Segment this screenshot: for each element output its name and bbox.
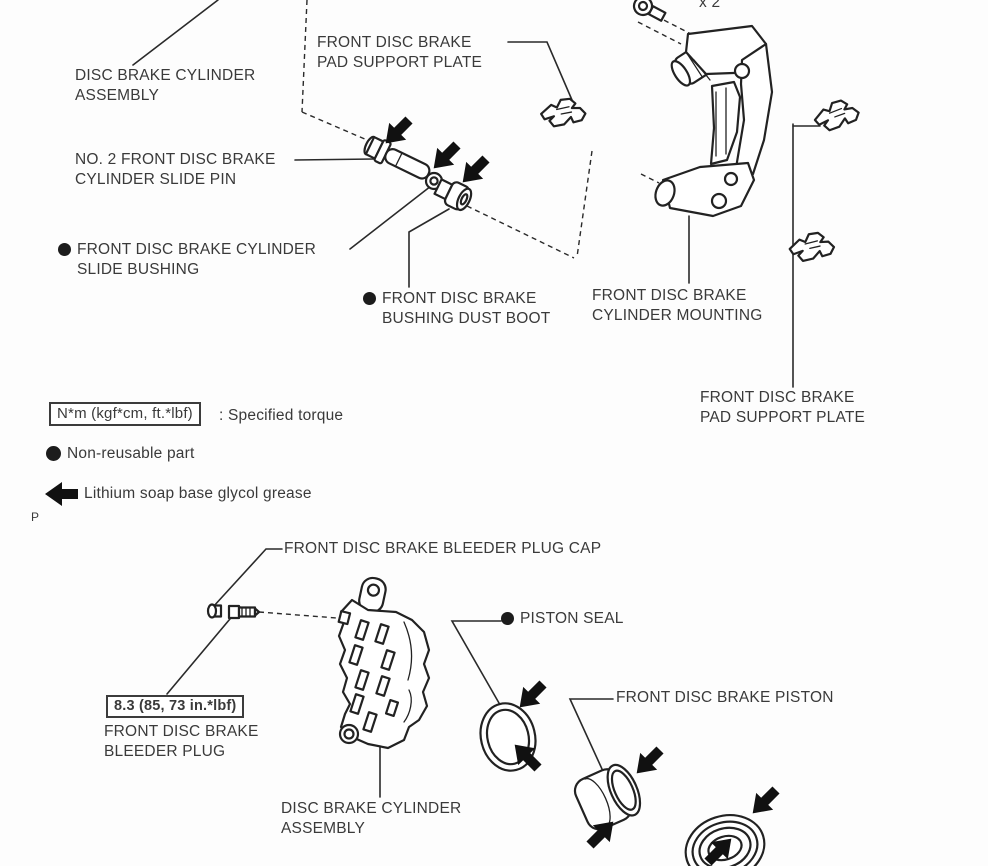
label-piston-seal: PISTON SEAL	[501, 609, 624, 629]
grease-arrow-boot-top	[744, 781, 785, 822]
mounting-bolt-drawing	[632, 0, 667, 22]
pad-support-plate-clip-top	[538, 94, 588, 131]
legend-non-reusable: Non-reusable part	[46, 444, 194, 464]
pad-support-plate-clip-right-upper	[812, 98, 861, 133]
cylinder-assembly-drawing	[337, 576, 431, 750]
label-slide-pin: NO. 2 FRONT DISC BRAKE CYLINDER SLIDE PI…	[75, 151, 276, 188]
label-pad-support-plate-right: FRONT DISC BRAKE PAD SUPPORT PLATE	[700, 389, 866, 426]
label-bolt-quantity: x 2	[699, 0, 721, 11]
label-disc-brake-cylinder-assembly-top: DISC BRAKE CYLINDER ASSEMBLY	[75, 67, 256, 104]
bleeder-plug-drawing	[227, 604, 261, 620]
caliper-ribs	[348, 619, 400, 733]
grease-arrow-piston-top	[628, 741, 669, 782]
label-disc-brake-cylinder-assembly-bottom: DISC BRAKE CYLINDER ASSEMBLY	[281, 800, 462, 837]
legend-grease: Lithium soap base glycol grease	[84, 485, 312, 502]
piston-drawing	[573, 763, 642, 831]
cylinder-boot-drawing	[684, 814, 766, 866]
grease-legend-arrow-icon	[45, 482, 78, 506]
bushing-dust-boot-drawing	[433, 178, 473, 212]
cylinder-mounting-drawing	[654, 24, 774, 218]
page-marker: P	[31, 510, 40, 524]
non-reusable-icon	[363, 292, 376, 305]
non-reusable-icon	[46, 446, 61, 461]
label-bleeder-plug: FRONT DISC BRAKE BLEEDER PLUG	[104, 723, 259, 760]
non-reusable-icon	[501, 612, 514, 625]
bleeder-torque-box: 8.3 (85, 73 in.*lbf)	[106, 695, 245, 718]
bleeder-plug-cap-drawing	[206, 603, 223, 619]
torque-unit-box: N*m (kgf*cm, ft.*lbf)	[49, 402, 201, 426]
label-bleeder-plug-cap: FRONT DISC BRAKE BLEEDER PLUG CAP	[284, 540, 602, 557]
label-piston: FRONT DISC BRAKE PISTON	[616, 689, 834, 706]
torque-legend-caption: : Specified torque	[219, 407, 344, 424]
label-slide-bushing: FRONT DISC BRAKE CYLINDER SLIDE BUSHING	[58, 240, 316, 280]
non-reusable-icon	[58, 243, 71, 256]
grease-arrow-bushing	[425, 136, 466, 177]
label-bushing-dust-boot: FRONT DISC BRAKE BUSHING DUST BOOT	[363, 289, 550, 329]
pad-support-plate-clip-right-lower	[787, 229, 836, 265]
label-pad-support-plate-top: FRONT DISC BRAKE PAD SUPPORT PLATE	[317, 34, 483, 71]
label-cylinder-mounting: FRONT DISC BRAKE CYLINDER MOUNTING	[592, 287, 763, 324]
